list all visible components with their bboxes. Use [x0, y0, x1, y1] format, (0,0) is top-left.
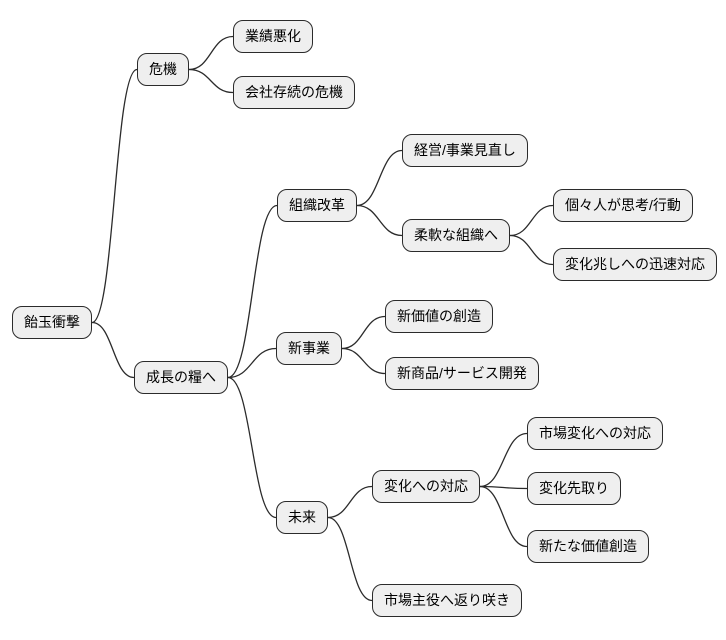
edge-flexible-org-to-quick-response-signs: [509, 234, 554, 266]
edge-growth-nourishment-to-future: [227, 376, 277, 519]
edge-future-to-response-to-change: [327, 485, 373, 519]
node-new-business: 新事業: [276, 332, 342, 365]
edge-response-to-change-to-market-change-response: [479, 432, 528, 488]
node-performance-decline: 業績悪化: [233, 20, 313, 53]
node-change-anticipation: 変化先取り: [527, 472, 621, 505]
node-flexible-org: 柔軟な組織へ: [402, 219, 510, 252]
node-response-to-change: 変化への対応: [372, 470, 480, 503]
edge-org-reform-to-management-review: [356, 149, 403, 207]
node-new-value-creation-2: 新たな価値創造: [527, 530, 649, 563]
edge-flexible-org-to-individual-think-act: [509, 204, 554, 237]
edge-new-business-to-new-product-service-dev: [341, 347, 386, 375]
node-org-reform: 組織改革: [277, 189, 357, 222]
edge-growth-nourishment-to-new-business: [227, 347, 277, 379]
node-new-value-creation: 新価値の創造: [385, 300, 493, 333]
node-company-survival-crisis: 会社存続の危機: [233, 76, 355, 109]
edge-response-to-change-to-new-value-creation-2: [479, 485, 528, 548]
edge-growth-nourishment-to-org-reform: [227, 204, 278, 379]
edge-root-to-crisis: [91, 68, 138, 324]
node-individual-think-act: 個々人が思考/行動: [553, 189, 693, 222]
node-management-review: 経営/事業見直し: [402, 134, 528, 167]
edge-org-reform-to-flexible-org: [356, 204, 403, 237]
edge-future-to-market-leader-comeback: [327, 516, 373, 602]
node-growth-nourishment: 成長の糧へ: [134, 361, 228, 394]
node-new-product-service-dev: 新商品/サービス開発: [385, 357, 539, 390]
node-crisis: 危機: [137, 53, 189, 86]
node-market-leader-comeback: 市場主役へ返り咲き: [372, 584, 522, 617]
edge-crisis-to-performance-decline: [188, 35, 234, 71]
edge-new-business-to-new-value-creation: [341, 315, 386, 350]
edge-response-to-change-to-change-anticipation: [479, 485, 528, 490]
node-future: 未来: [276, 501, 328, 534]
node-quick-response-signs: 変化兆しへの迅速対応: [553, 248, 717, 281]
edge-crisis-to-company-survival-crisis: [188, 68, 234, 94]
edge-root-to-growth-nourishment: [91, 321, 135, 379]
node-market-change-response: 市場変化への対応: [527, 417, 663, 450]
node-root: 飴玉衝撃: [12, 306, 92, 339]
